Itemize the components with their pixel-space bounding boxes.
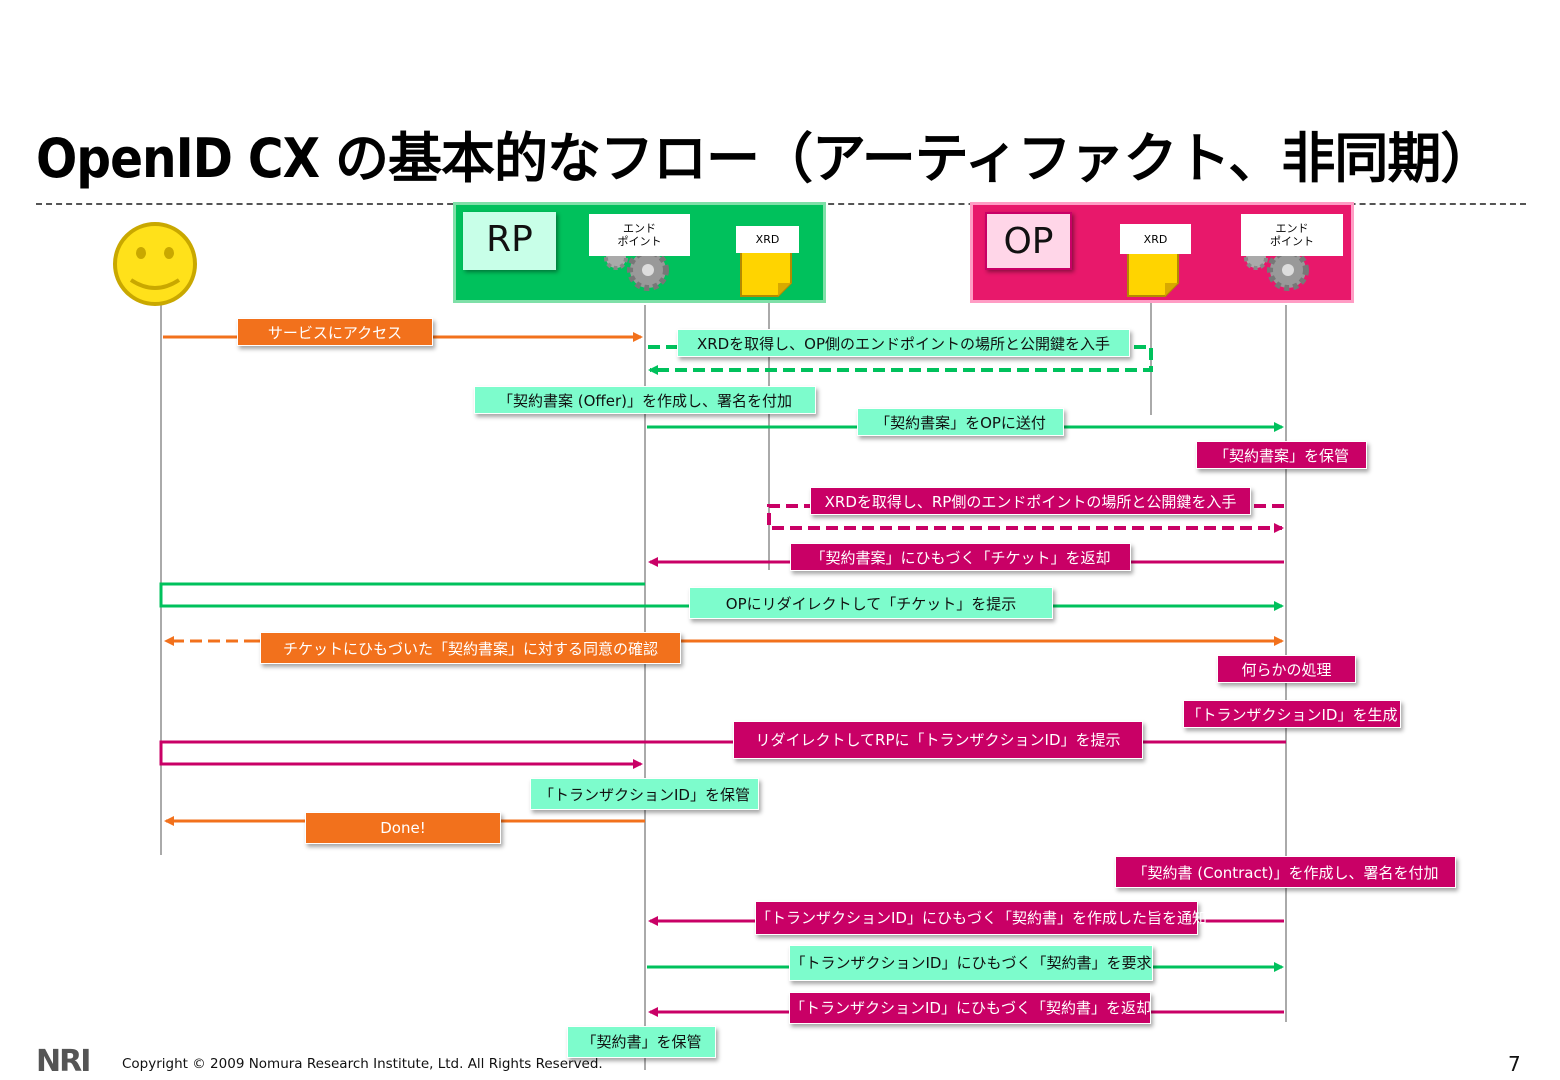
message-label: Done! [305,812,501,844]
op-endpoint-label: エンド ポイント [1241,214,1343,256]
message-label: 「契約書案」にひもづく「チケット」を返却 [790,543,1131,571]
message-label: 「トランザクションID」を生成 [1183,700,1401,728]
rp-xrd-label: XRD [736,226,799,253]
copyright-text: Copyright © 2009 Nomura Research Institu… [122,1056,603,1072]
op-xrd-label: XRD [1120,224,1191,254]
message-label: OPにリダイレクトして「チケット」を提示 [689,587,1053,619]
arrow-get-op-xrd [648,345,1153,375]
message-label: 「契約書案」をOPに送付 [857,408,1064,436]
arrow-redirect-rp [159,740,1286,769]
message-label: 「契約書 (Contract)」を作成し、署名を付加 [1115,856,1456,888]
message-label: 「契約書案 (Offer)」を作成し、署名を付加 [474,386,816,414]
message-label: 「トランザクションID」にひもづく「契約書」を要求 [789,945,1153,981]
message-label: リダイレクトしてRPに「トランザクションID」を提示 [733,721,1143,759]
rp-xrd-document-icon [740,245,792,297]
message-label: 「契約書」を保管 [567,1026,716,1058]
rp-label: RP [463,212,556,270]
rp-endpoint-label: エンド ポイント [589,214,690,256]
op-label: OP [985,212,1072,270]
message-label: サービスにアクセス [237,318,433,346]
nri-logo: NRI [36,1044,91,1079]
page-number: 7 [1508,1052,1521,1076]
message-label: 「トランザクションID」を保管 [530,778,759,810]
message-label: 「契約書案」を保管 [1196,441,1367,469]
message-label: 「トランザクションID」にひもづく「契約書」を返却 [789,992,1151,1024]
message-label: XRDを取得し、OP側のエンドポイントの場所と公開鍵を入手 [677,329,1130,357]
message-label: 「トランザクションID」にひもづく「契約書」を作成した旨を通知 [755,901,1207,935]
message-label: チケットにひもづいた「契約書案」に対する同意の確認 [260,632,681,664]
message-label: XRDを取得し、RP側のエンドポイントの場所と公開鍵を入手 [810,487,1251,515]
user-smiley-icon [113,222,197,306]
message-label: 何らかの処理 [1217,655,1356,683]
page-title: OpenID CX の基本的なフロー（アーティファクト、非同期） [36,127,1494,190]
